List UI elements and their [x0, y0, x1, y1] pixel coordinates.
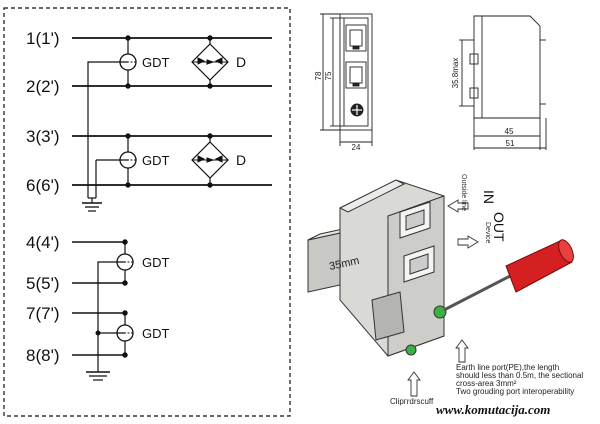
rj45-port-icon [345, 24, 367, 52]
arrow-earth-icon [455, 339, 469, 363]
diode-label: D [236, 54, 246, 70]
gdt-label: GDT [142, 326, 170, 341]
in-label: IN [481, 190, 497, 204]
wiring-schematic [3, 7, 291, 417]
ground-symbol-1 [82, 202, 102, 212]
rj45-port-icon [345, 61, 367, 89]
outside-line-label: Outside line [460, 174, 467, 211]
din-clip [371, 291, 405, 341]
dim-side-depth-outer: 51 [506, 139, 515, 148]
gdt-label: GDT [142, 153, 170, 168]
dim-front-height-outer: 78 [314, 71, 323, 80]
terminal-label: 7(7') [26, 304, 59, 323]
arrow-in-icon [447, 199, 469, 213]
diode-label: D [236, 152, 246, 168]
diode-bridge-1 [191, 35, 229, 89]
out-label: OUT [491, 212, 507, 242]
earth-note-line: should less than 0.5m, the sectional [456, 371, 583, 380]
terminal-label: 2(2') [26, 77, 59, 96]
terminal-label: 8(8') [26, 346, 59, 365]
earth-terminal-icon [405, 344, 417, 356]
ground-symbol-2 [86, 371, 110, 381]
side-view-drawing [459, 15, 547, 150]
terminal-label: 1(1') [26, 29, 59, 48]
clip-label: Clipгrdrscuff [390, 397, 434, 406]
terminal-label: 3(3') [26, 127, 59, 146]
front-view-drawing [320, 13, 373, 146]
earth-note-line: Two grouding port interoperability [456, 387, 574, 396]
schematic-frame [3, 7, 291, 417]
dim-side-depth-inner: 45 [505, 127, 514, 136]
earth-note-line: Earth line port(PE),the length [456, 363, 559, 372]
terminal-label: 5(5') [26, 274, 59, 293]
gdt-label: GDT [142, 55, 170, 70]
terminal-label: 6(6') [26, 176, 59, 195]
dim-front-height-inner: 75 [324, 71, 333, 80]
dim-side-height: 35.8max [451, 58, 460, 89]
earth-note-line: cross-area 3mm² [456, 379, 517, 388]
direction-arrows [407, 199, 479, 397]
website-url: www.komutacija.com [436, 402, 550, 417]
screwdriver-icon [443, 239, 574, 312]
arrow-out-icon [457, 235, 479, 249]
terminal-label: 4(4') [26, 233, 59, 252]
device-label: Device [484, 222, 491, 244]
arrow-clip-icon [407, 371, 421, 397]
isometric-device [307, 179, 447, 357]
earth-terminal-icon [433, 305, 447, 319]
diode-bridge-2 [191, 133, 229, 188]
gdt-label: GDT [142, 255, 170, 270]
dim-front-width: 24 [352, 143, 361, 152]
